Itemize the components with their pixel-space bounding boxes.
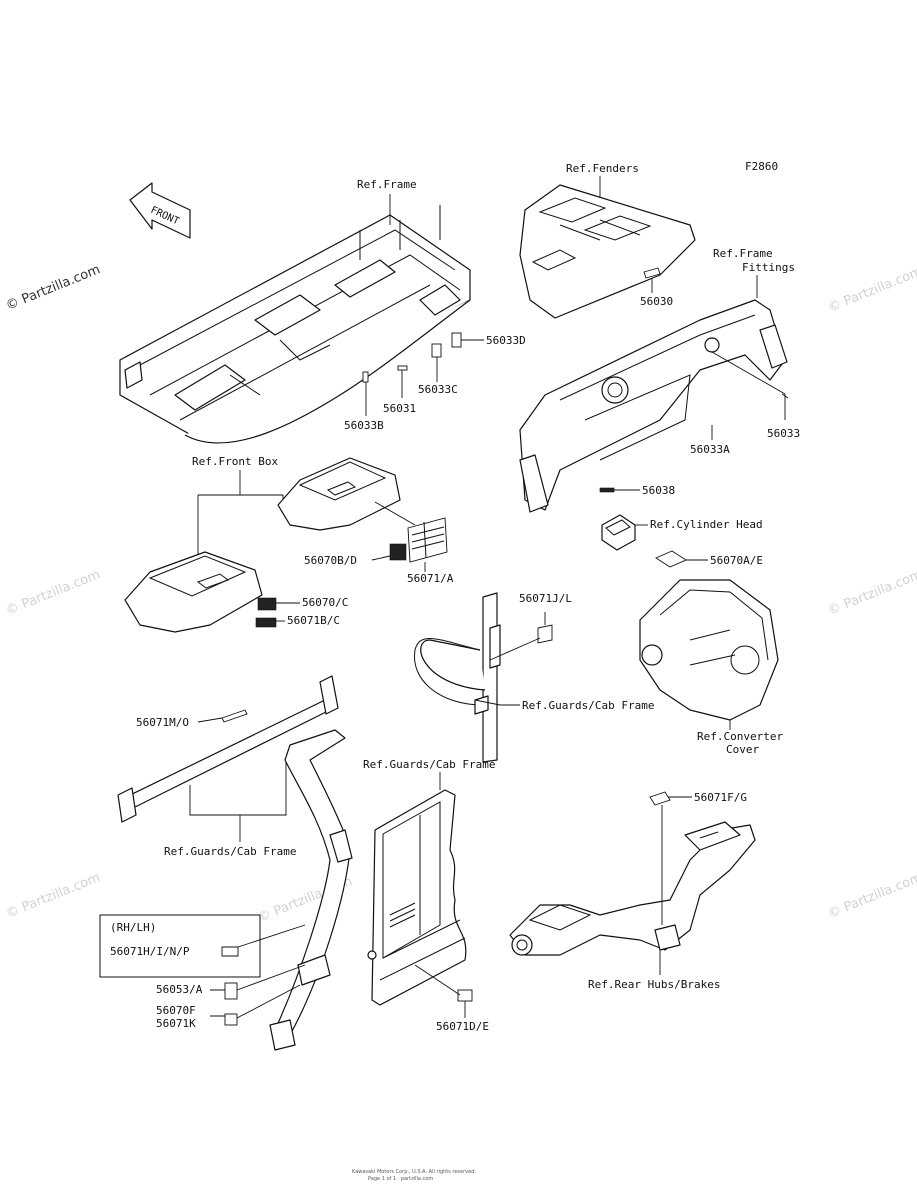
ref-cylinder-head-label: Ref.Cylinder Head — [650, 518, 763, 531]
watermark: © Partzilla.com — [826, 870, 917, 921]
converter-cover-part — [639, 579, 779, 721]
decal-56071M-O — [221, 709, 248, 723]
ref-converter-cover-label-1: Ref.Converter — [697, 730, 783, 743]
ref-guards-cab-frame-label-2: Ref.Guards/Cab Frame — [164, 845, 296, 858]
diagram-code: F2860 — [745, 160, 778, 173]
part-56033C: 56033C — [418, 383, 458, 396]
ref-converter-cover-label-2: Cover — [726, 743, 759, 756]
ref-guards-cab-frame-label-1: Ref.Guards/Cab Frame — [522, 699, 654, 712]
part-56030: 56030 — [640, 295, 673, 308]
ref-fenders-label: Ref.Fenders — [566, 162, 639, 175]
ref-frame-fittings-label-1: Ref.Frame — [713, 247, 773, 260]
crossbar-part — [117, 675, 339, 823]
part-rh-lh: (RH/LH) — [110, 921, 156, 934]
part-56038: 56038 — [642, 484, 675, 497]
part-56071B-C: 56071B/C — [287, 614, 340, 627]
ref-frame-label: Ref.Frame — [357, 178, 417, 191]
part-56071H-I-N-P: 56071H/I/N/P — [110, 945, 190, 958]
watermark: © Partzilla.com — [826, 264, 917, 315]
decal-56071B-C — [255, 617, 277, 628]
decal-56030 — [643, 267, 661, 279]
footer-line-1: Kawasaki Motors Corp., U.S.A. All rights… — [352, 1169, 476, 1175]
part-56070A-E: 56070A/E — [710, 554, 763, 567]
footer-line-2: Page 1 of 1 · partzilla.com — [368, 1176, 433, 1182]
cab-panel-part — [367, 789, 467, 1006]
decal-56070B-D — [389, 543, 407, 561]
part-56031: 56031 — [383, 402, 416, 415]
part-56053-A: 56053/A — [156, 983, 203, 996]
decal-56071H-I-N-P — [221, 946, 239, 957]
decal-56038 — [599, 487, 615, 493]
part-56070F: 56070F — [156, 1004, 196, 1017]
part-56070-C: 56070/C — [302, 596, 348, 609]
ref-guards-cab-frame-label-3: Ref.Guards/Cab Frame — [363, 758, 495, 771]
fenders-part — [519, 184, 696, 319]
part-56071K: 56071K — [156, 1017, 196, 1030]
decal-56070-C — [257, 597, 277, 611]
part-56071-A: 56071/A — [407, 572, 454, 585]
ref-front-box-label: Ref.Front Box — [192, 455, 278, 468]
decal-56053-A — [224, 982, 238, 1000]
decal-56031 — [397, 365, 408, 371]
decal-56033D — [451, 332, 462, 348]
watermark: © Partzilla.com — [4, 262, 103, 313]
rear-post-part — [269, 729, 353, 1051]
rear-hubs-brakes-part — [509, 821, 756, 956]
front-box-lower-part — [124, 551, 263, 633]
decal-56033C — [431, 343, 442, 358]
decal-56071J-L — [537, 624, 553, 644]
watermark: © Partzilla.com — [826, 567, 917, 618]
part-56033A: 56033A — [690, 443, 730, 456]
part-56033: 56033 — [767, 427, 800, 440]
part-56071J-L: 56071J/L — [519, 592, 572, 605]
frame-fittings-part — [519, 299, 788, 513]
part-56071F-G: 56071F/G — [694, 791, 747, 804]
ref-rear-hubs-brakes-label: Ref.Rear Hubs/Brakes — [588, 978, 720, 991]
decal-56070A-E — [655, 550, 687, 568]
part-56070B-D: 56070B/D — [304, 554, 357, 567]
part-56071D-E: 56071D/E — [436, 1020, 489, 1033]
guard-bar-part — [413, 592, 501, 763]
ref-frame-fittings-label-2: Fittings — [742, 261, 795, 274]
decal-56071D-E — [457, 989, 473, 1002]
decal-56071-A — [407, 517, 448, 563]
part-56071M-O: 56071M/O — [136, 716, 189, 729]
rh-lh-callout-box — [99, 914, 261, 978]
front-arrow-icon: FRONT — [129, 182, 191, 239]
watermark: © Partzilla.com — [4, 870, 103, 921]
watermark: © Partzilla.com — [4, 567, 103, 618]
decal-56070F-56071K — [224, 1013, 238, 1026]
part-56033D: 56033D — [486, 334, 526, 347]
decal-56033B — [362, 371, 369, 383]
part-56033B: 56033B — [344, 419, 384, 432]
front-box-upper-part — [277, 457, 401, 531]
decal-56071F-G — [649, 791, 671, 806]
frame-part — [119, 205, 471, 444]
cylinder-head-part — [601, 514, 636, 551]
